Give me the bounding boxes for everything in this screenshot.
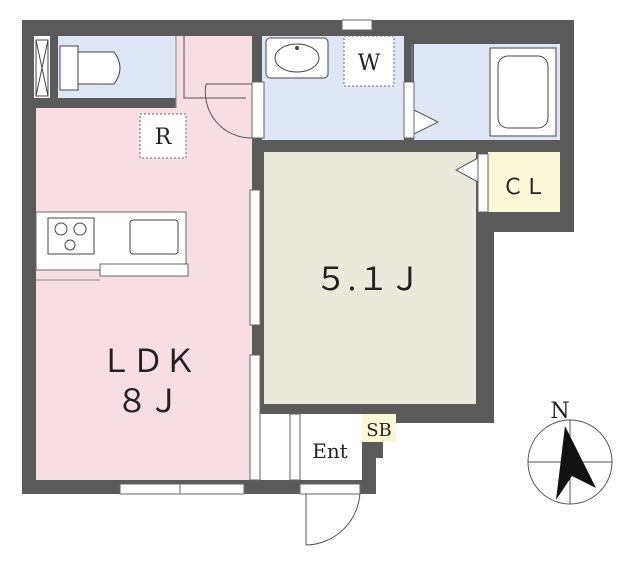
toilet-icon	[59, 45, 121, 91]
closet-label: ＣＬ	[502, 175, 546, 200]
shoebox-label: SB	[366, 420, 392, 441]
sliding-door-ldk-bedroom	[249, 189, 261, 481]
storage-cross-icon	[35, 39, 49, 97]
entrance-step	[289, 413, 301, 481]
closet	[488, 152, 560, 212]
washer-label: W	[358, 51, 381, 76]
shoebox	[362, 414, 396, 442]
bathtub-icon	[489, 47, 557, 137]
washbasin-icon	[265, 37, 329, 79]
ldk-room	[36, 108, 252, 480]
fridge-label: R	[155, 125, 173, 150]
fridge-space	[139, 113, 187, 159]
bedroom	[264, 152, 476, 404]
opening-hallway-washroom	[251, 81, 415, 139]
ldk-size-label: ８Ｊ	[116, 382, 180, 420]
doors	[183, 36, 479, 546]
entrance-label: Ent	[312, 439, 348, 463]
ldk-label: ＬＤＫ	[100, 342, 196, 380]
sink-icon	[129, 219, 179, 255]
closet-door	[477, 153, 489, 213]
entrance	[260, 414, 362, 480]
washer-space	[343, 35, 395, 87]
north-compass-icon	[527, 419, 613, 505]
north-label: N	[550, 399, 569, 424]
bedroom-size-label: ５.１Ｊ	[315, 260, 421, 298]
stove-icon	[47, 217, 95, 255]
windows	[119, 19, 373, 495]
